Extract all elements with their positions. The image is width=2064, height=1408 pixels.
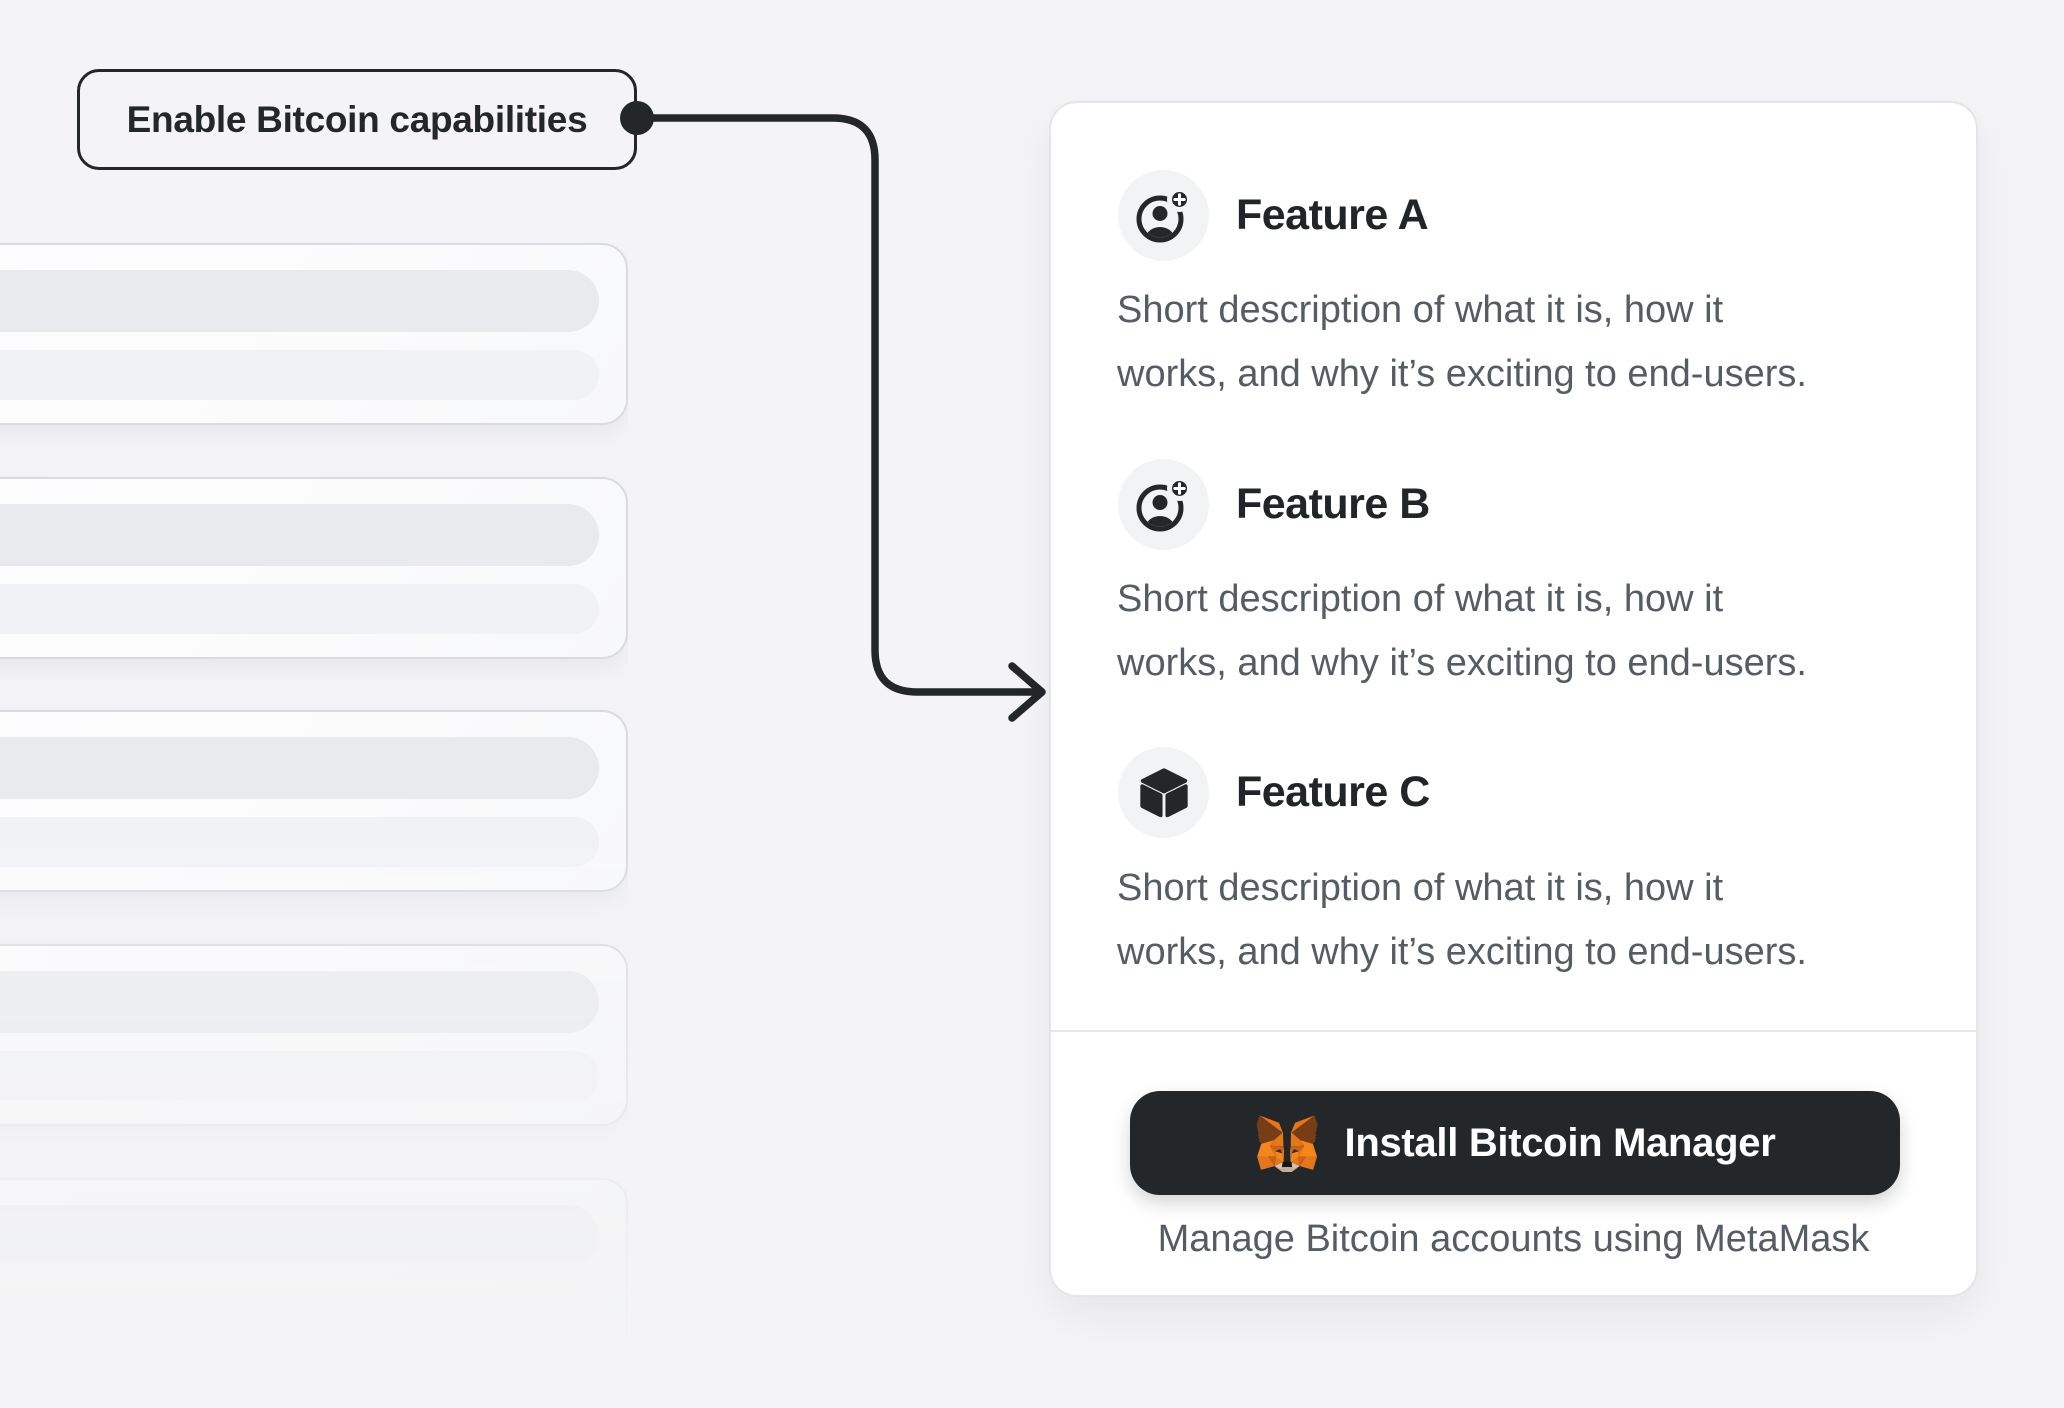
annotation-label: Enable Bitcoin capabilities	[77, 69, 637, 170]
user-add-icon	[1136, 186, 1192, 242]
skeleton-card	[0, 243, 628, 425]
feature-description: Short description of what it is, how it …	[1117, 867, 1807, 973]
install-caption: Manage Bitcoin accounts using MetaMask	[1157, 1218, 1870, 1260]
user-add-icon	[1136, 475, 1192, 531]
card-divider	[1051, 1030, 1976, 1032]
skeleton-bar	[0, 737, 599, 799]
install-button-label: Install Bitcoin Manager	[1344, 1120, 1776, 1165]
feature-icon-circle	[1118, 459, 1209, 550]
skeleton-bar	[0, 270, 599, 332]
feature-title: Feature C	[1236, 768, 1430, 816]
skeleton-bar	[0, 971, 599, 1033]
skeleton-bar	[0, 350, 599, 400]
feature-icon-circle	[1118, 747, 1209, 838]
skeleton-card	[0, 477, 628, 659]
cube-icon	[1139, 767, 1188, 817]
feature-title: Feature A	[1236, 191, 1429, 239]
annotation-label-text: Enable Bitcoin capabilities	[126, 98, 588, 140]
skeleton-bar	[0, 1051, 599, 1101]
skeleton-card	[0, 944, 628, 1126]
skeleton-card	[0, 710, 628, 892]
feature-icon-circle	[1118, 170, 1209, 261]
features-card: Feature A Short description of what it i…	[1049, 101, 1978, 1297]
feature-title: Feature B	[1236, 480, 1430, 528]
skeleton-bar	[0, 584, 599, 634]
feature-description: Short description of what it is, how it …	[1117, 289, 1807, 395]
skeleton-bar	[0, 1285, 599, 1335]
skeleton-bar	[0, 504, 599, 566]
skeleton-list	[0, 243, 628, 1373]
install-bitcoin-manager-button[interactable]: Install Bitcoin Manager	[1130, 1091, 1900, 1195]
skeleton-bar	[0, 1205, 599, 1267]
skeleton-card	[0, 1178, 628, 1360]
metamask-fox-icon	[1256, 1115, 1318, 1172]
feature-description: Short description of what it is, how it …	[1117, 578, 1807, 684]
skeleton-bar	[0, 817, 599, 867]
